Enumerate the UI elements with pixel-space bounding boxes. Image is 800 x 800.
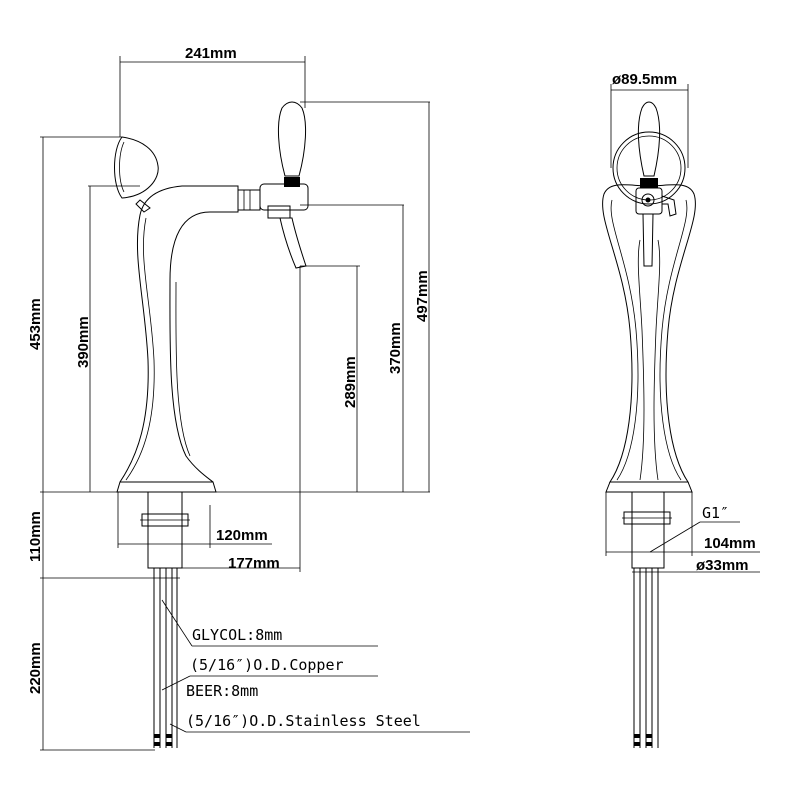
front-tap-handle [637, 101, 661, 177]
front-base-plate [605, 481, 693, 493]
note-beer-size: BEER:8mm [186, 682, 258, 700]
dim-width-177: 177mm [228, 555, 280, 572]
side-tap-handle [277, 101, 307, 177]
side-medallion [114, 136, 159, 199]
note-glycol-size: GLYCOL:8mm [192, 626, 282, 644]
front-view [602, 84, 760, 748]
side-shank [237, 189, 261, 211]
front-tower-inner [610, 199, 639, 481]
side-base-plate [116, 481, 217, 493]
side-view [40, 56, 470, 751]
dim-width-241: 241mm [185, 45, 237, 62]
dim-height-110: 110mm [27, 511, 44, 562]
side-medallion-stem [135, 199, 151, 213]
note-beer-material: (5/16″)O.D.Stainless Steel [186, 712, 421, 730]
dim-height-370: 370mm [387, 322, 404, 374]
dim-height-497: 497mm [414, 270, 431, 322]
side-base-shank [147, 491, 183, 569]
front-medallion [612, 131, 686, 205]
dim-width-104: 104mm [704, 535, 756, 552]
dim-diameter-89-5: ø89.5mm [612, 71, 677, 88]
dim-height-390: 390mm [75, 316, 92, 368]
side-tower-body [119, 185, 239, 483]
side-tower-inner-line [125, 217, 155, 481]
front-tubes [633, 568, 659, 748]
dim-height-289: 289mm [342, 356, 359, 408]
front-base-shank [631, 491, 665, 569]
side-faucet-nut [267, 205, 291, 219]
dim-thread-g1: G1″ [702, 504, 729, 522]
dim-diameter-33: ø33mm [696, 557, 749, 574]
side-spout [279, 217, 307, 269]
side-faucet-collar [284, 177, 300, 187]
front-spout [642, 213, 654, 267]
side-tower-inner-line-2 [175, 281, 191, 457]
side-tubes [153, 568, 178, 748]
side-medallion-inner [119, 141, 125, 193]
dim-height-220: 220mm [27, 642, 44, 694]
note-glycol-material: (5/16″)O.D.Copper [190, 656, 344, 674]
dim-height-453: 453mm [27, 298, 44, 350]
dim-width-120: 120mm [216, 527, 268, 544]
front-tower-body [602, 184, 696, 483]
